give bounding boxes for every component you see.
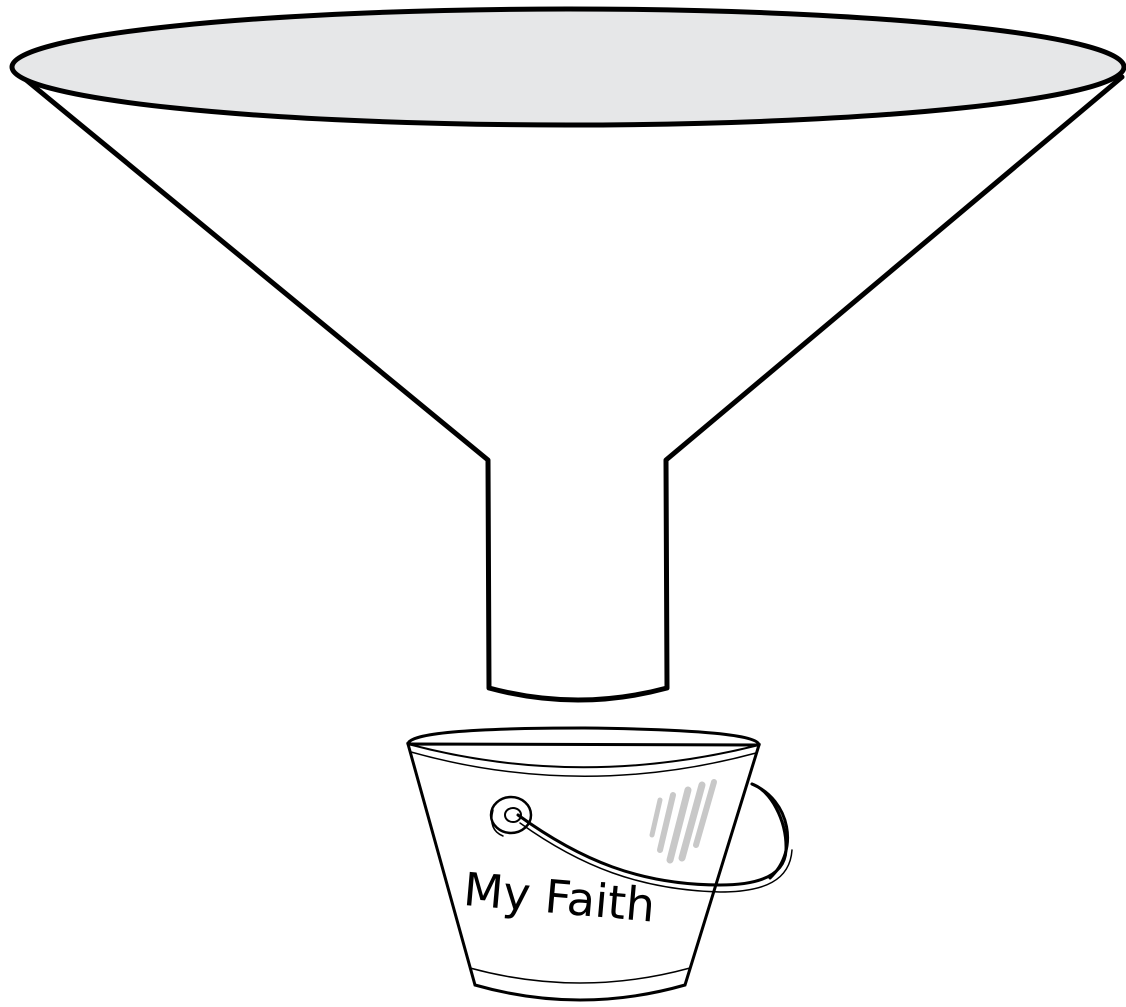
bucket-rim-top (408, 728, 759, 745)
funnel-body (14, 70, 1122, 700)
funnel-mouth (12, 9, 1124, 125)
funnel-icon (12, 9, 1124, 700)
bucket-icon: My Faith (408, 728, 792, 1000)
